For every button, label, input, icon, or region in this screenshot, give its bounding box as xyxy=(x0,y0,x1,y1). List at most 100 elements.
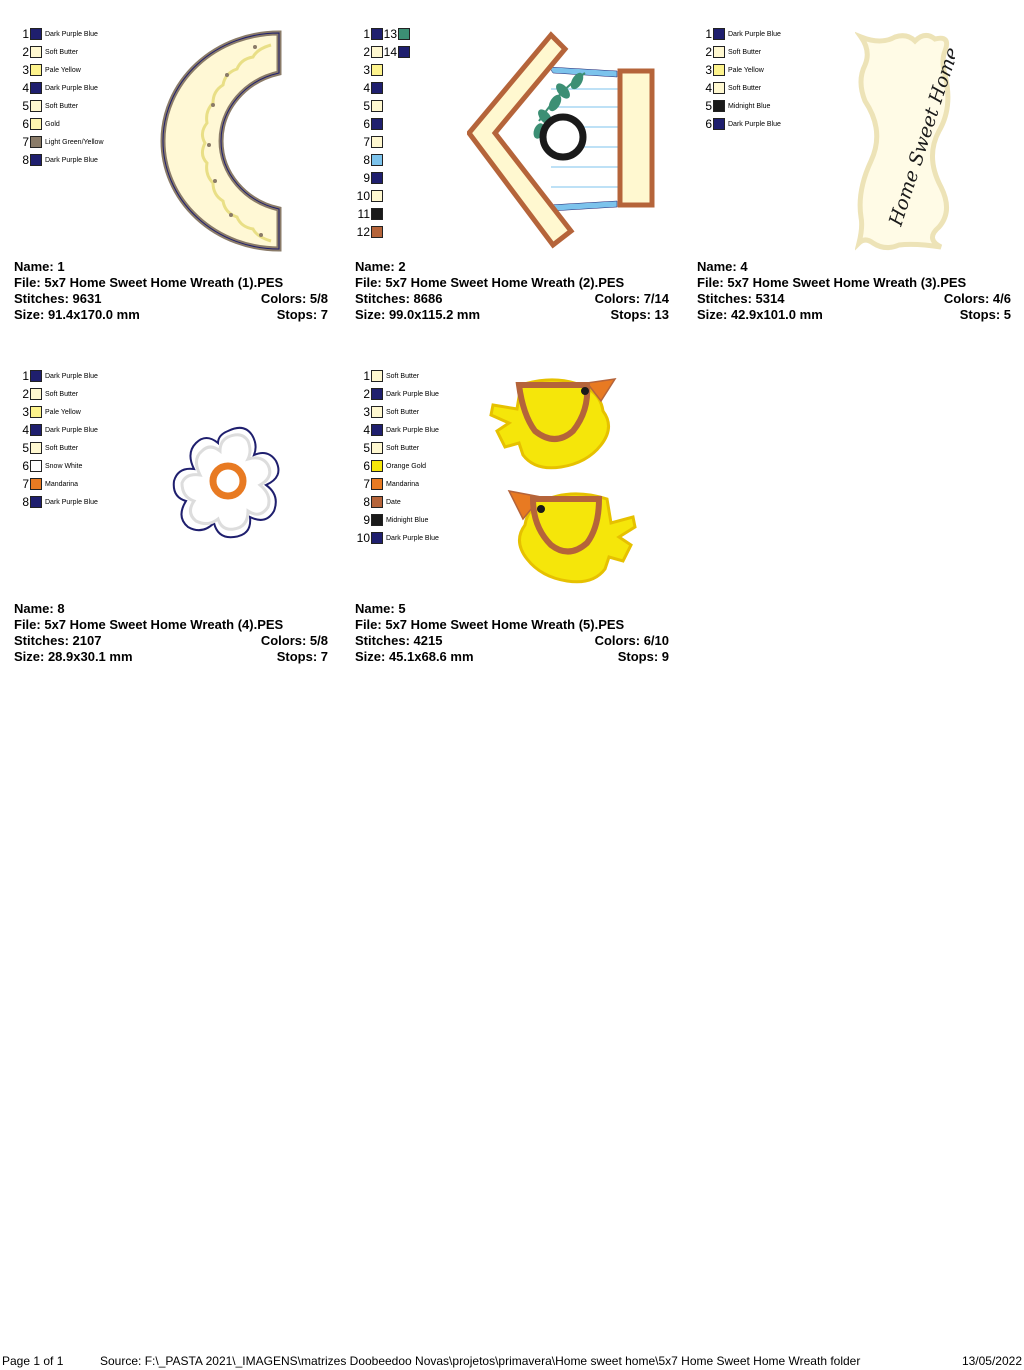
legend-color-name: Soft Butter xyxy=(728,84,762,92)
legend-number: 3 xyxy=(363,405,370,419)
legend-row: 8 xyxy=(355,151,383,169)
legend-number: 3 xyxy=(705,63,712,77)
legend-row: 9 Midnight Blue xyxy=(355,511,439,529)
legend-color-name: Orange Gold xyxy=(386,462,427,470)
legend-number: 14 xyxy=(383,45,397,59)
legend-color-name: Soft Butter xyxy=(386,408,420,416)
legend-number: 4 xyxy=(705,81,712,95)
legend-color-name: Soft Butter xyxy=(45,444,79,452)
design-file: File: 5x7 Home Sweet Home Wreath (5).PES xyxy=(355,617,625,632)
legend-color-name: Gold xyxy=(45,120,60,128)
color-swatch xyxy=(30,100,42,112)
legend-color-name: Light Green/Yellow xyxy=(45,138,104,146)
color-swatch xyxy=(713,64,725,76)
legend-number: 8 xyxy=(363,495,370,509)
legend-number: 8 xyxy=(22,495,29,509)
color-swatch xyxy=(371,46,383,58)
color-swatch xyxy=(30,406,42,418)
legend-color-name: Dark Purple Blue xyxy=(45,498,98,506)
color-swatch xyxy=(713,82,725,94)
legend-color-name: Dark Purple Blue xyxy=(45,372,98,380)
color-swatch xyxy=(371,226,383,238)
design-name: Name: 1 xyxy=(14,259,65,274)
color-swatch xyxy=(371,190,383,202)
color-swatch xyxy=(30,136,42,148)
design-info: Name: 1 File: 5x7 Home Sweet Home Wreath… xyxy=(14,259,328,323)
legend-color-name: Dark Purple Blue xyxy=(45,426,98,434)
color-swatch xyxy=(30,424,42,436)
legend-number: 5 xyxy=(363,99,370,113)
color-swatch xyxy=(30,64,42,76)
legend-row: 7 xyxy=(355,133,383,151)
legend-row: 1 xyxy=(355,25,383,43)
legend-row: 6 Dark Purple Blue xyxy=(697,115,781,133)
legend-number: 10 xyxy=(356,531,370,545)
legend-number: 1 xyxy=(22,369,29,383)
color-swatch xyxy=(398,28,410,40)
bird-top xyxy=(489,378,617,470)
legend-color-name: Pale Yellow xyxy=(45,66,81,74)
legend-color-name: Soft Butter xyxy=(386,444,420,452)
design-size: Size: 45.1x68.6 mm xyxy=(355,649,474,664)
footer-source-path: Source: F:\_PASTA 2021\_IMAGENS\matrizes… xyxy=(100,1354,861,1368)
legend-color-name: Mandarina xyxy=(386,480,420,488)
legend-row: 6 xyxy=(355,115,383,133)
legend-number: 2 xyxy=(22,387,29,401)
legend-row: 11 xyxy=(355,205,383,223)
design-info: Name: 2 File: 5x7 Home Sweet Home Wreath… xyxy=(355,259,669,323)
legend-number: 7 xyxy=(22,135,29,149)
birds-design xyxy=(489,378,637,584)
legend-color-name: Dark Purple Blue xyxy=(728,120,781,128)
legend-number: 6 xyxy=(705,117,712,131)
color-swatch xyxy=(30,370,42,382)
legend-number: 5 xyxy=(705,99,712,113)
legend-row: 14 xyxy=(382,43,410,61)
legend-color-name: Soft Butter xyxy=(386,372,420,380)
design-stops: Stops: 9 xyxy=(617,649,669,664)
legend-color-name: Date xyxy=(386,498,401,506)
legend-row: 3 Soft Butter xyxy=(355,403,439,421)
design-colors: Colors: 5/8 xyxy=(260,633,328,648)
legend-color-name: Soft Butter xyxy=(45,48,79,56)
legend-number: 9 xyxy=(363,171,370,185)
design-file: File: 5x7 Home Sweet Home Wreath (1).PES xyxy=(14,275,284,290)
legend-color-name: Midnight Blue xyxy=(386,516,429,524)
color-swatch xyxy=(371,172,383,184)
legend-number: 4 xyxy=(22,81,29,95)
legend-color-name: Dark Purple Blue xyxy=(728,30,781,38)
legend-row: 8 Dark Purple Blue xyxy=(14,493,98,511)
color-swatch xyxy=(713,46,725,58)
legend-number: 4 xyxy=(363,81,370,95)
color-swatch xyxy=(30,478,42,490)
legend-color-name: Dark Purple Blue xyxy=(45,30,98,38)
design-info: Name: 4 File: 5x7 Home Sweet Home Wreath… xyxy=(697,259,1011,323)
design-name: Name: 8 xyxy=(14,601,65,616)
legend-number: 6 xyxy=(363,459,370,473)
design-stitches: Stitches: 4215 xyxy=(355,633,443,648)
color-swatch xyxy=(30,460,42,472)
color-swatch xyxy=(371,82,383,94)
legend-number: 9 xyxy=(363,513,370,527)
bird-bottom xyxy=(507,489,637,584)
legend-number: 5 xyxy=(22,99,29,113)
legend-color-name: Dark Purple Blue xyxy=(386,390,439,398)
color-swatch xyxy=(371,64,383,76)
legend-row: 4 xyxy=(355,79,383,97)
color-swatch xyxy=(30,46,42,58)
legend-row: 6 Orange Gold xyxy=(355,457,439,475)
